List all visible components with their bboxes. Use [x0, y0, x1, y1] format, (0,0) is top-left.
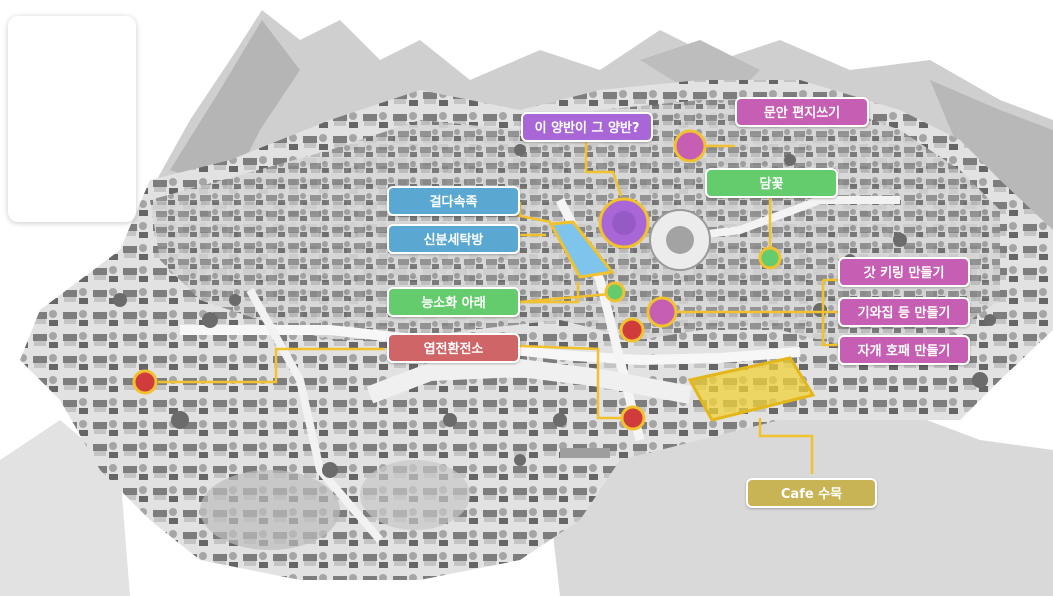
legend-item-photozone[interactable]: 포토존 [60, 191, 92, 204]
label-geoldasokjok[interactable]: 걸다속족 [387, 186, 520, 216]
marker-special-2[interactable] [620, 405, 646, 431]
label-damkkot[interactable]: 담꽃 [705, 168, 838, 198]
legend-item-food[interactable]: 식음 [65, 159, 87, 172]
label-jagae[interactable]: 자개 호패 만들기 [838, 335, 970, 365]
label-gatkeyring[interactable]: 갓 키링 만들기 [838, 257, 970, 287]
legend-item-event[interactable]: 이벤트 [60, 63, 92, 76]
label-giwajip[interactable]: 기와집 등 만들기 [838, 297, 970, 327]
marker-special-1[interactable] [619, 317, 645, 343]
label-yangban[interactable]: 이 양반이 그 양반? [521, 112, 653, 142]
label-yeopjeon[interactable]: 엽전환전소 [387, 333, 520, 363]
marker-workshop[interactable] [646, 296, 678, 328]
cafe-area-highlight [687, 356, 816, 422]
marker-letter[interactable] [673, 129, 707, 163]
marker-neungsohwa[interactable] [604, 281, 626, 303]
pond-area [548, 220, 615, 279]
label-munan[interactable]: 문안 편지쓰기 [735, 97, 869, 127]
legend-item-special[interactable]: 스페셜 [60, 95, 92, 108]
marker-special-3[interactable] [132, 369, 158, 395]
marker-damkkot[interactable] [758, 246, 782, 270]
legend: 공연 이벤트 스페셜 체험 식음 포토존 [8, 16, 136, 222]
label-sinbun[interactable]: 신분세탁방 [387, 224, 520, 254]
marker-performance[interactable] [598, 197, 650, 249]
connector-lines [158, 142, 838, 474]
label-cafe[interactable]: Cafe 수묵 [746, 478, 877, 508]
label-neungsohwa[interactable]: 능소화 아래 [387, 287, 520, 317]
legend-item-performance[interactable]: 공연 [65, 31, 87, 44]
legend-item-experience[interactable]: 체험 [65, 127, 87, 140]
